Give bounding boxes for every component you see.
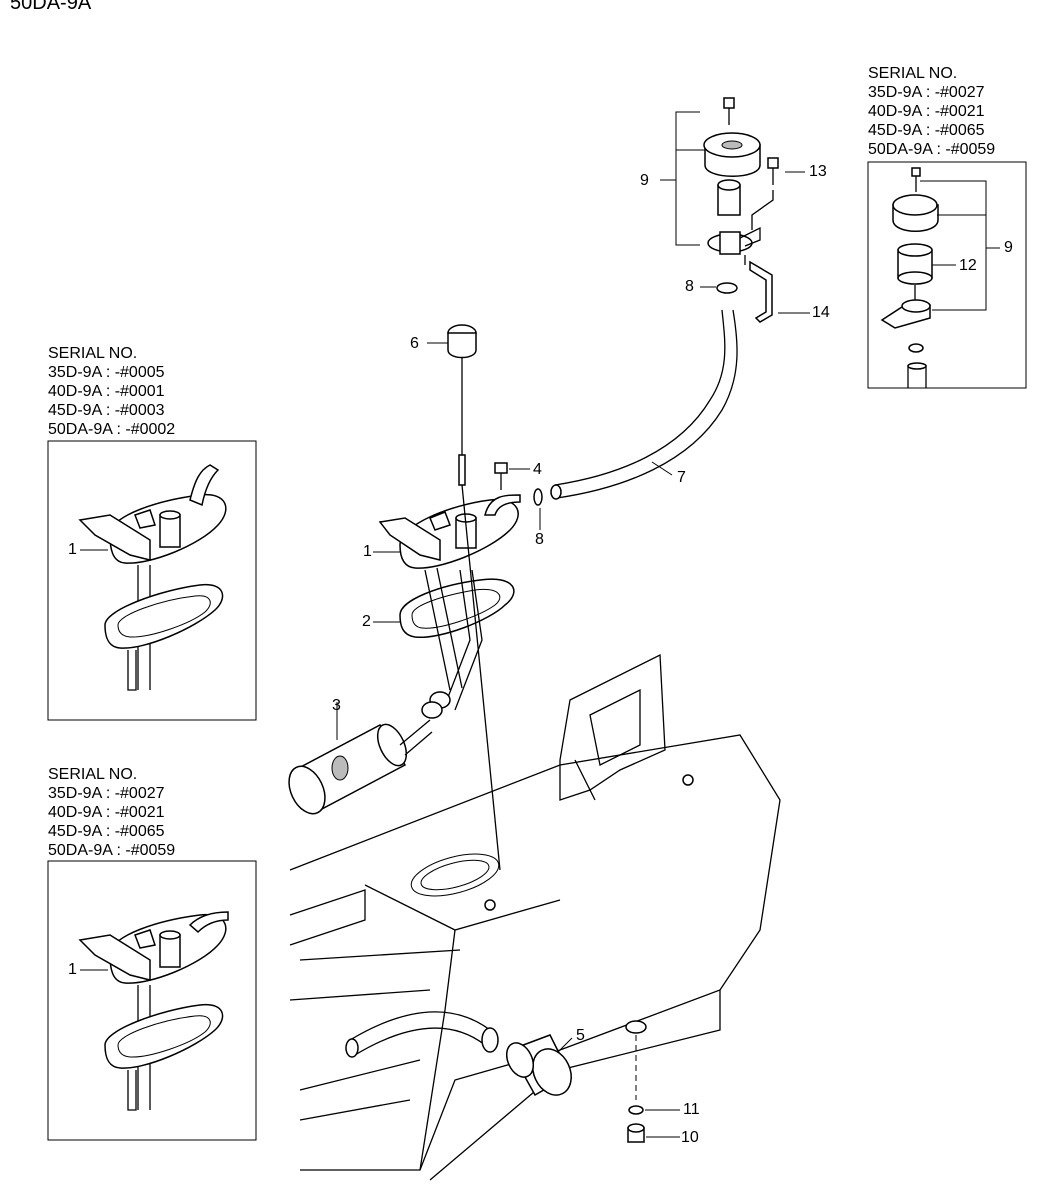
serial-line: 50DA-9A : -#0059 <box>868 141 996 158</box>
part-11-10-drain-plug <box>625 1020 647 1143</box>
inset-box-upper <box>47 440 257 721</box>
chassis-frame <box>289 653 781 1181</box>
serial-heading: SERIAL NO. <box>48 345 138 362</box>
serial-line: 40D-9A : -#0021 <box>48 804 165 821</box>
callout-13: 13 <box>809 163 827 180</box>
part-9-filler-cap <box>703 97 761 255</box>
part-2-gasket <box>399 578 515 639</box>
callout-11: 11 <box>683 1101 700 1118</box>
part-1-tank-unit <box>378 494 521 719</box>
callout-5: 5 <box>576 1027 585 1044</box>
part-7-hose <box>550 309 738 500</box>
serial-heading: SERIAL NO. <box>48 766 138 783</box>
callout-7: 7 <box>677 469 686 486</box>
part-13-bolt <box>751 157 779 230</box>
callout-9-inset: 9 <box>1004 239 1013 256</box>
serial-line: 40D-9A : -#0001 <box>48 383 165 400</box>
inset-upper-tank-unit <box>78 464 227 691</box>
callout-6: 6 <box>410 335 419 352</box>
callout-8-upper: 8 <box>685 278 694 295</box>
serial-block-top-right: SERIAL NO. 35D-9A : -#0027 40D-9A : -#00… <box>868 64 995 159</box>
inset-lower-tank-unit <box>78 911 229 1111</box>
serial-line: 50DA-9A : -#0059 <box>48 842 176 859</box>
part-5-breather-cap <box>505 1034 572 1097</box>
part-3-filter <box>288 719 433 815</box>
callout-4: 4 <box>533 461 542 478</box>
callout-2: 2 <box>362 613 371 630</box>
serial-block-left-lower: SERIAL NO. 35D-9A : -#0027 40D-9A : -#00… <box>48 765 175 860</box>
serial-line: 35D-9A : -#0027 <box>48 785 165 802</box>
inset-box-lower <box>47 860 257 1141</box>
callout-1-inset-upper: 1 <box>68 541 77 558</box>
callout-1-inset-lower: 1 <box>68 961 77 978</box>
serial-heading: SERIAL NO. <box>868 65 958 82</box>
callout-3: 3 <box>332 697 341 714</box>
part-14-bracket <box>744 255 773 323</box>
callout-10: 10 <box>681 1129 699 1146</box>
callout-8-lower: 8 <box>535 531 544 548</box>
part-6-dipstick <box>447 324 501 871</box>
serial-line: 35D-9A : -#0027 <box>868 84 985 101</box>
callout-9-main: 9 <box>640 172 649 189</box>
serial-line: 45D-9A : -#0065 <box>48 823 165 840</box>
part-4-bolt <box>494 462 508 490</box>
part-8-clamp-upper <box>716 282 738 294</box>
callout-1-main: 1 <box>363 543 372 560</box>
serial-line: 45D-9A : -#0003 <box>48 402 165 419</box>
serial-line: 40D-9A : -#0021 <box>868 103 985 120</box>
serial-line: 35D-9A : -#0005 <box>48 364 165 381</box>
model-title: 50DA-9A <box>10 0 92 14</box>
inset-cap-parts <box>880 167 939 388</box>
callout-14: 14 <box>812 304 830 321</box>
serial-block-left-upper: SERIAL NO. 35D-9A : -#0005 40D-9A : -#00… <box>48 344 175 439</box>
callout-12: 12 <box>959 257 977 274</box>
serial-line: 45D-9A : -#0065 <box>868 122 985 139</box>
part-8-clamp-lower <box>533 488 543 506</box>
serial-line: 50DA-9A : -#0002 <box>48 421 176 438</box>
inset-box-cap <box>867 161 1027 389</box>
